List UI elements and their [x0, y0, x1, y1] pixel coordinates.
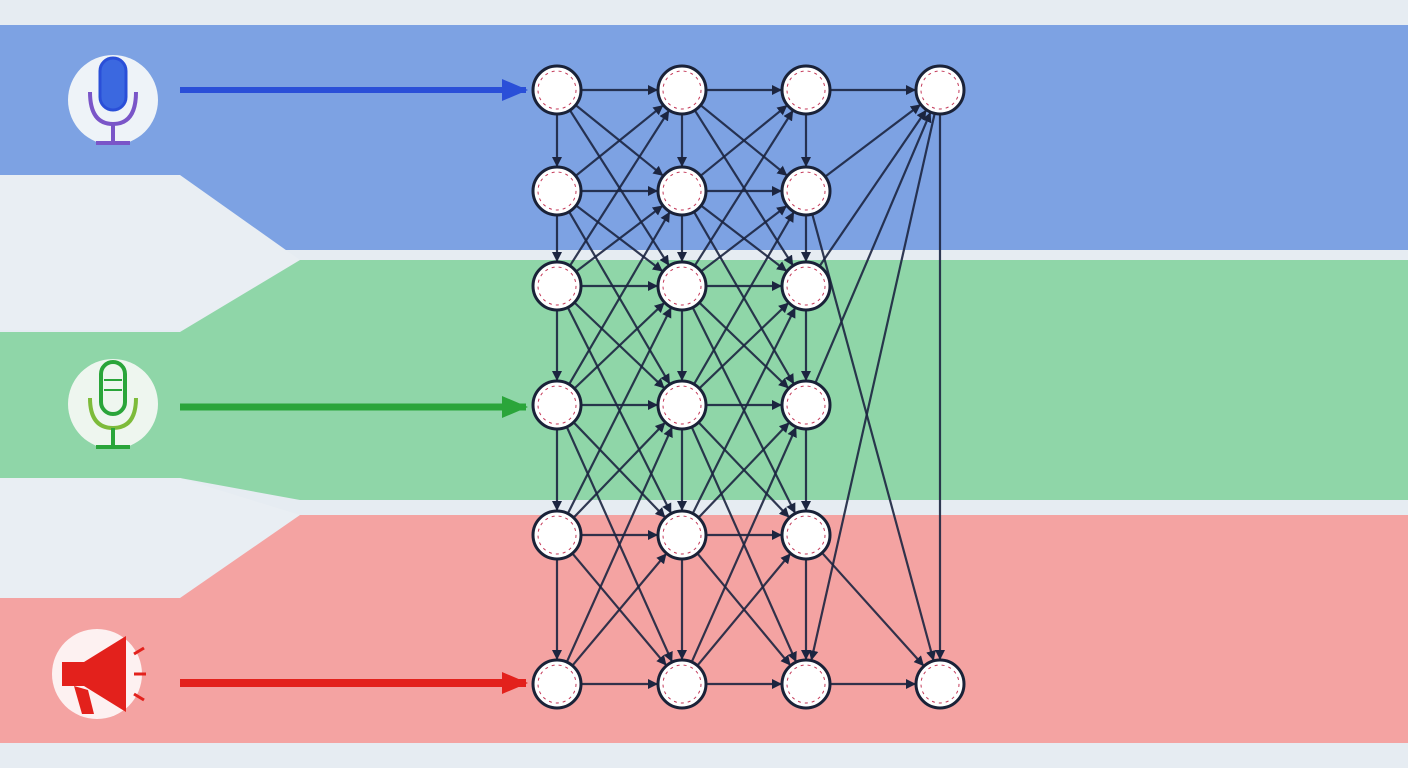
- network-node: [780, 64, 832, 116]
- network-node-ring: [662, 664, 702, 704]
- network-node: [656, 260, 708, 312]
- network-edge: [571, 553, 667, 667]
- network-node-ring: [786, 385, 826, 425]
- network-edge: [568, 110, 670, 267]
- network-node-ring: [537, 266, 577, 306]
- megaphone-icon: [52, 629, 146, 719]
- network-edge: [575, 205, 663, 273]
- network-node-ring: [920, 664, 960, 704]
- network-node: [780, 379, 832, 431]
- network-node: [656, 64, 708, 116]
- network-node: [914, 658, 966, 710]
- network-node: [656, 658, 708, 710]
- network-edge: [824, 104, 921, 178]
- network-node-ring: [537, 385, 577, 425]
- network-node-ring: [920, 70, 960, 110]
- network-node-ring: [662, 171, 702, 211]
- network-edge: [700, 205, 787, 273]
- network-edge: [697, 422, 790, 519]
- network-node-ring: [786, 266, 826, 306]
- network-node-ring: [537, 664, 577, 704]
- network-node-ring: [662, 515, 702, 555]
- network-node-ring: [662, 385, 702, 425]
- network-edge: [698, 302, 789, 390]
- network-node-ring: [662, 266, 702, 306]
- network-edge: [568, 211, 671, 385]
- network-node: [780, 260, 832, 312]
- network-node-ring: [537, 171, 577, 211]
- background-bands: [0, 25, 1408, 743]
- network-node-ring: [786, 70, 826, 110]
- network-edge: [565, 426, 673, 663]
- network-edge: [573, 302, 665, 390]
- network-node: [780, 165, 832, 217]
- network-edge: [814, 112, 932, 384]
- input-arrows: [180, 79, 528, 694]
- microphone-icon: [68, 55, 158, 145]
- network-edge: [699, 104, 788, 177]
- network-edge: [821, 552, 925, 667]
- network-node: [656, 165, 708, 217]
- network-edge: [690, 426, 797, 663]
- network-edge: [693, 110, 794, 267]
- network-node-ring: [786, 664, 826, 704]
- network-node-ring: [537, 515, 577, 555]
- network-edge: [696, 553, 791, 667]
- network-edge: [691, 307, 796, 514]
- network-node-ring: [537, 70, 577, 110]
- network-node-ring: [662, 70, 702, 110]
- microphone-outline-icon: [68, 359, 158, 449]
- network-edge: [808, 113, 936, 661]
- network-node: [531, 509, 583, 561]
- network-node: [780, 509, 832, 561]
- network-edge: [566, 307, 672, 515]
- network-node: [531, 64, 583, 116]
- network-node: [531, 379, 583, 431]
- network-node: [780, 658, 832, 710]
- network-node-ring: [786, 515, 826, 555]
- band-green: [300, 260, 1408, 500]
- input-icons: [52, 55, 158, 719]
- network-edges: [552, 85, 945, 689]
- network-edge: [575, 104, 664, 177]
- network-node: [531, 658, 583, 710]
- network-node: [656, 509, 708, 561]
- network-edge: [818, 109, 927, 267]
- network-node: [914, 64, 966, 116]
- band-pale-upper: [0, 175, 300, 330]
- network-nodes: [531, 64, 966, 710]
- network-node-ring: [786, 171, 826, 211]
- network-edge: [811, 213, 936, 661]
- network-node: [531, 165, 583, 217]
- network-node: [531, 260, 583, 312]
- network-edge: [572, 422, 666, 519]
- band-blue: [0, 25, 1408, 250]
- band-red: [300, 515, 1408, 743]
- network-edge: [693, 211, 795, 385]
- network-node: [656, 379, 708, 431]
